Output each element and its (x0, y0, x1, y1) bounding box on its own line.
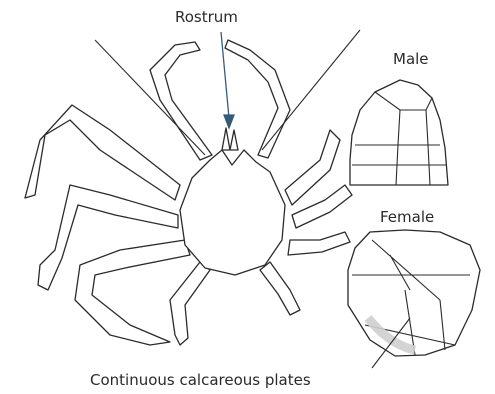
crab-carapace (180, 150, 285, 275)
female-label: Female (380, 208, 434, 226)
male-abdomen (350, 80, 448, 185)
female-abdomen (348, 230, 480, 356)
rostrum-label: Rostrum (175, 8, 238, 26)
male-label: Male (393, 50, 429, 68)
rostrum-spikes (222, 128, 238, 150)
calcareous-plates-label: Continuous calcareous plates (90, 371, 311, 389)
